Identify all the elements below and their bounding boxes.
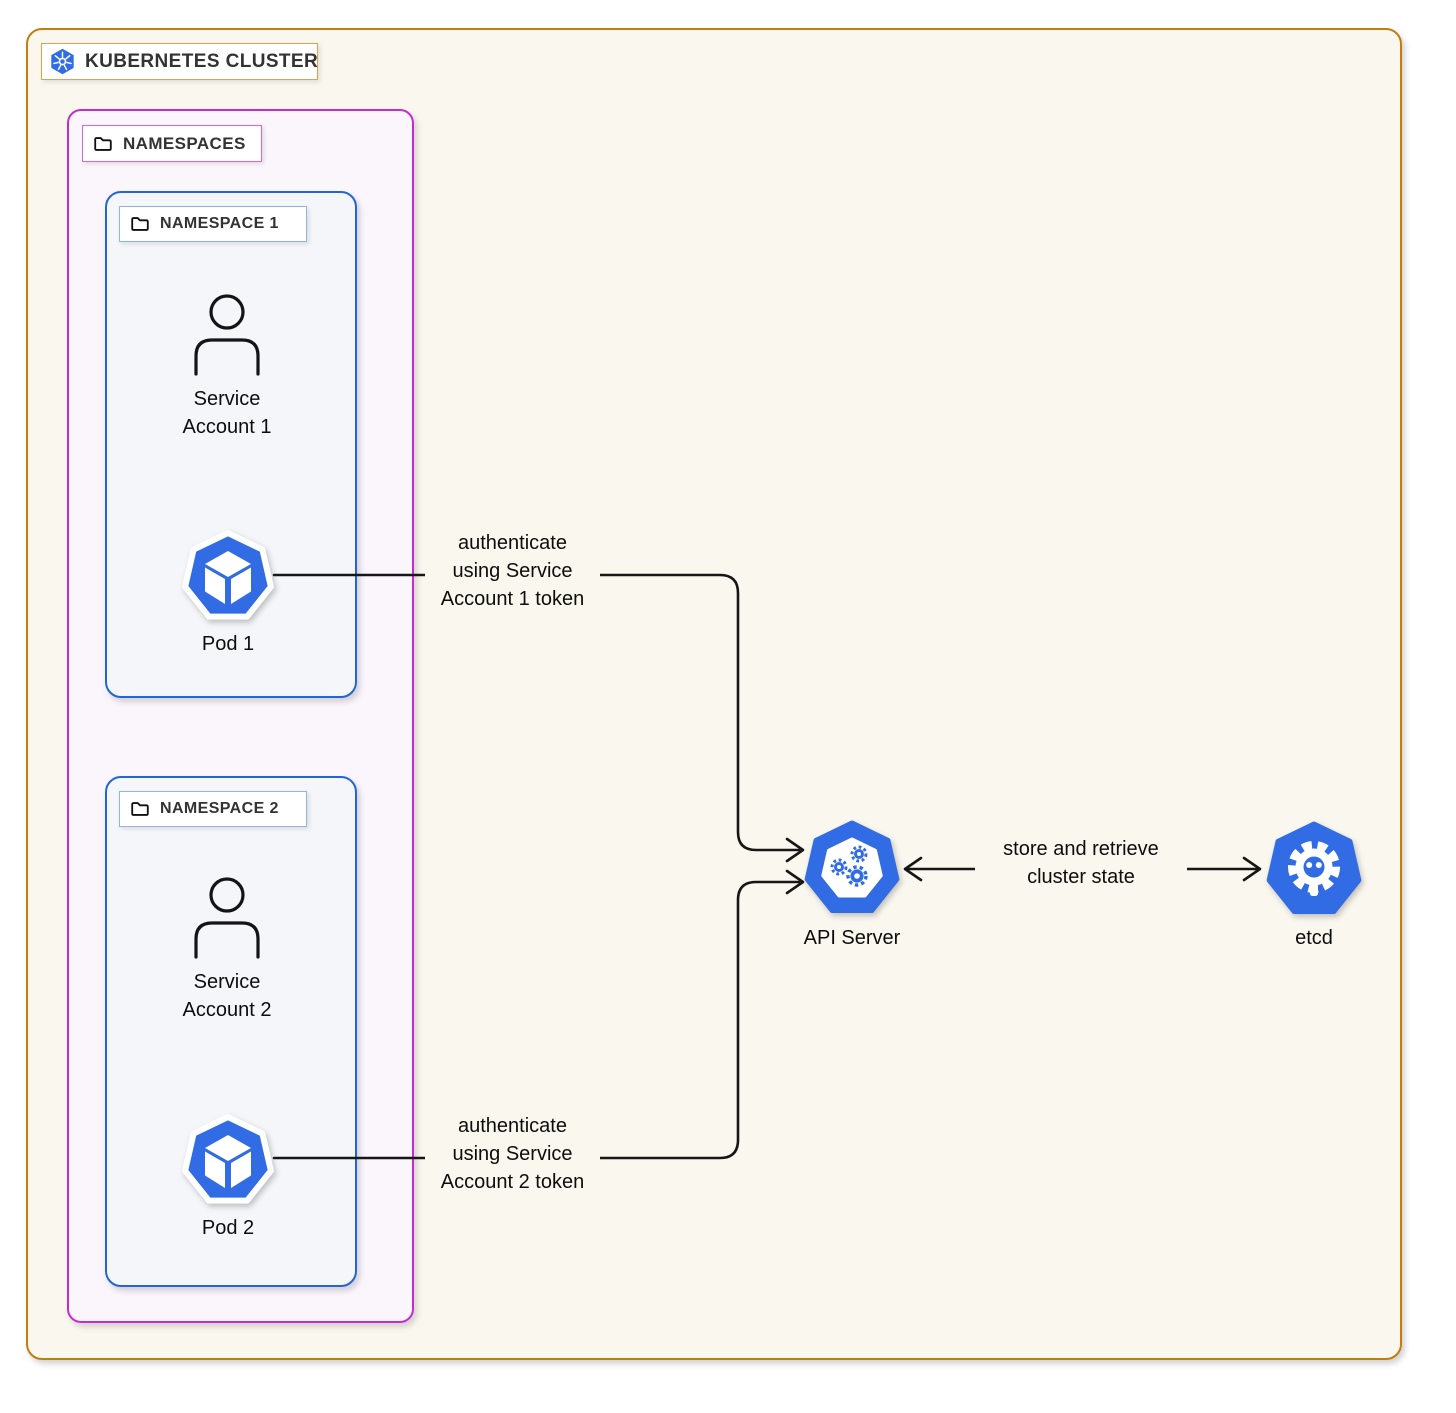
service-account-1-icon bbox=[187, 290, 267, 380]
pod-1-label: Pod 1 bbox=[201, 633, 255, 655]
etcd-label: etcd bbox=[1295, 927, 1333, 949]
service-account-1-label: Service Account 1 bbox=[182, 388, 272, 438]
kubernetes-cluster-label: KUBERNETES CLUSTER bbox=[41, 43, 318, 80]
namespaces-title: NAMESPACES bbox=[123, 133, 246, 153]
api-server-icon bbox=[797, 814, 907, 924]
pod-1-icon bbox=[178, 527, 278, 627]
pod-2-label: Pod 2 bbox=[201, 1217, 255, 1239]
edge-label-authenticate-1: authenticate using Service Account 1 tok… bbox=[425, 529, 600, 613]
service-account-2-label: Service Account 2 bbox=[182, 971, 272, 1021]
api-server-label: API Server bbox=[803, 927, 901, 949]
namespace-2-title: NAMESPACE 2 bbox=[160, 800, 279, 817]
namespace-1-title: NAMESPACE 1 bbox=[160, 215, 279, 232]
kubernetes-cluster-title: KUBERNETES CLUSTER bbox=[85, 50, 319, 72]
namespace-2-label: NAMESPACE 2 bbox=[119, 791, 307, 827]
namespace-1-label: NAMESPACE 1 bbox=[119, 206, 307, 242]
edge-label-authenticate-2: authenticate using Service Account 2 tok… bbox=[425, 1112, 600, 1196]
edge-label-store-retrieve: store and retrieve cluster state bbox=[975, 835, 1187, 891]
folder-icon bbox=[92, 133, 114, 155]
kubernetes-logo-icon bbox=[49, 48, 76, 75]
folder-icon bbox=[129, 798, 151, 820]
etcd-icon bbox=[1259, 815, 1369, 925]
namespaces-label: NAMESPACES bbox=[82, 125, 262, 162]
pod-2-icon bbox=[178, 1111, 278, 1211]
folder-icon bbox=[129, 213, 151, 235]
service-account-2-icon bbox=[187, 873, 267, 963]
